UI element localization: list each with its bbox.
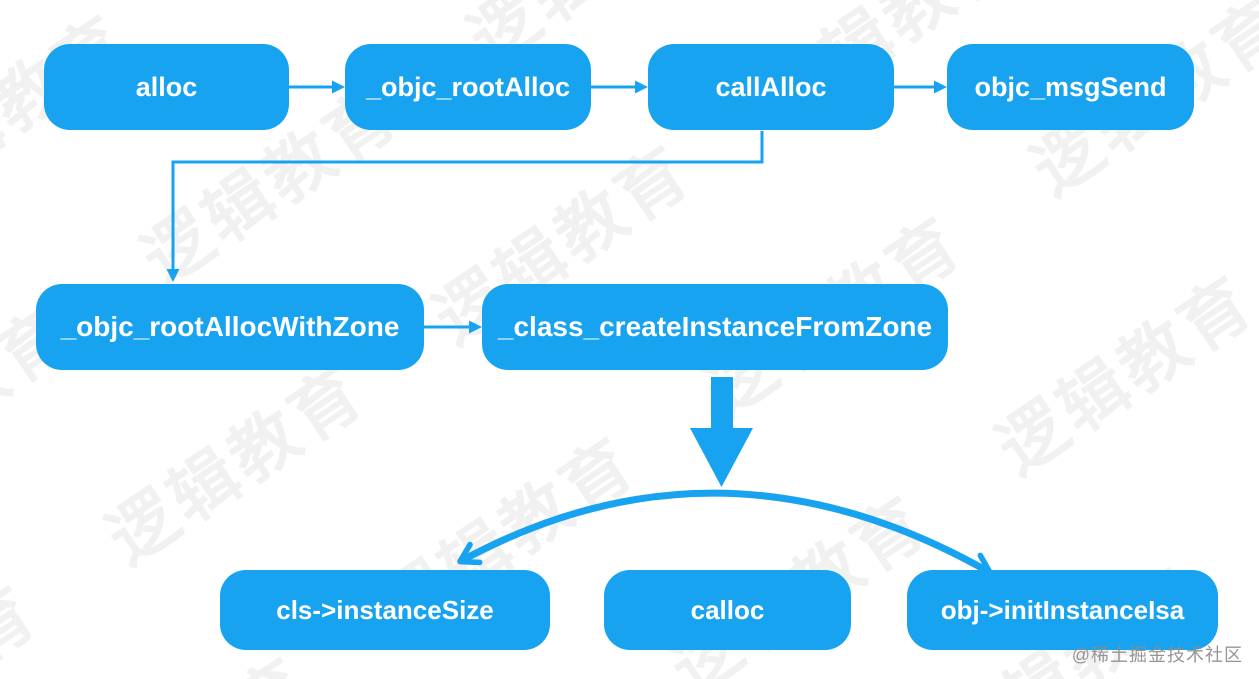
- node-label: callAlloc: [715, 71, 827, 102]
- node-class-create-instance-from-zone: _class_createInstanceFromZone: [482, 284, 948, 370]
- node-label: cls->instanceSize: [276, 594, 494, 625]
- fan-out-arc: [457, 489, 993, 576]
- thick-arrow-stem: [711, 377, 733, 430]
- thick-arrow-head: [690, 428, 753, 487]
- node-call-alloc: callAlloc: [648, 44, 894, 130]
- node-objc-msgsend: objc_msgSend: [947, 44, 1194, 130]
- node-label: calloc: [690, 594, 765, 625]
- node-label: alloc: [135, 71, 198, 102]
- credit-watermark: @稀土掘金技术社区: [1071, 645, 1243, 665]
- node-cls-instance-size: cls->instanceSize: [220, 570, 550, 650]
- node-objc-root-alloc-with-zone: _objc_rootAllocWithZone: [36, 284, 424, 370]
- node-label: obj->initInstanceIsa: [940, 594, 1185, 625]
- node-label: objc_msgSend: [974, 71, 1167, 102]
- edge-callalloc-to-rootallocwithzone: [166, 131, 764, 282]
- node-alloc: alloc: [44, 44, 289, 130]
- node-label: _class_createInstanceFromZone: [497, 311, 933, 342]
- node-obj-init-instance-isa: obj->initInstanceIsa: [907, 570, 1218, 650]
- node-label: _objc_rootAllocWithZone: [60, 311, 400, 342]
- node-objc-root-alloc: _objc_rootAlloc: [345, 44, 591, 130]
- node-label: _objc_rootAlloc: [365, 71, 571, 102]
- node-calloc: calloc: [604, 570, 851, 650]
